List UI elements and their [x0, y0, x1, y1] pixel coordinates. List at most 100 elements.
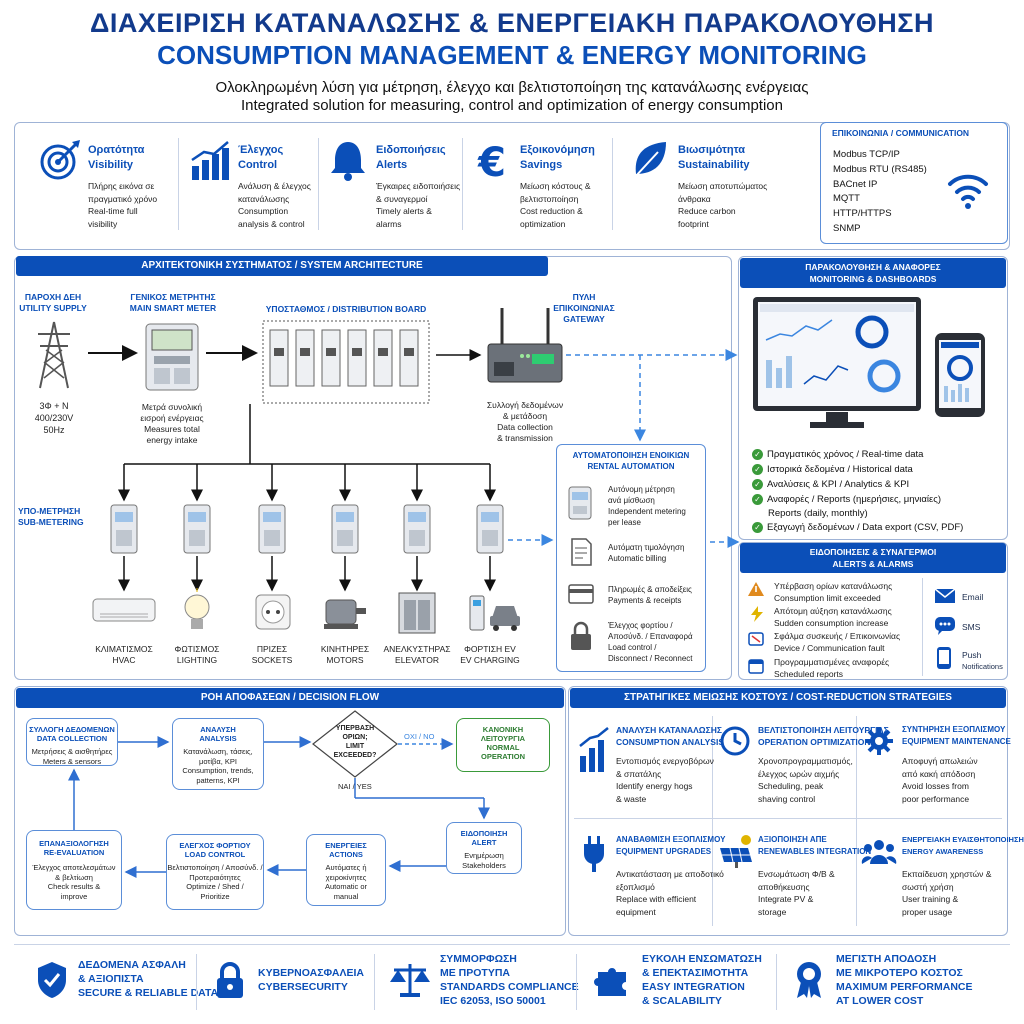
leaf-icon	[633, 142, 666, 179]
puzzle-icon	[594, 968, 626, 996]
lightning-icon	[751, 606, 763, 622]
people-icon	[861, 840, 897, 864]
communication-panel	[820, 122, 1008, 244]
feature-title-en: Sustainability	[678, 159, 750, 171]
feature-title-gr: Ειδοποιήσεις	[376, 144, 446, 156]
check-icon: ✓	[752, 478, 763, 490]
decision-flow-title: ΡΟΗ ΑΠΟΦΑΣΕΩΝ / DECISION FLOW	[16, 688, 564, 708]
monitoring-item: Reports (daily, monthly)	[768, 508, 868, 519]
decision-diamond	[312, 710, 398, 778]
bell-icon	[331, 142, 365, 181]
no-label: ΟΧΙ / NO	[404, 732, 435, 741]
submeter-icon	[331, 504, 359, 554]
feature-title-gr: Εξοικονόμηση	[520, 144, 595, 156]
invoice-icon	[571, 538, 592, 566]
feature-title-en: Alerts	[376, 159, 408, 171]
feature-title-gr: Έλεγχος	[238, 144, 284, 156]
strategies-panel	[568, 686, 1008, 936]
strategies-title: ΣΤΡΑΤΗΓΙΚΕΣ ΜΕΙΩΣΗΣ ΚΟΣΤΟΥΣ / COST-REDUC…	[570, 688, 1006, 708]
feature-title-gr: Βιωσιμότητα	[678, 144, 746, 156]
submeter-icon	[110, 504, 138, 554]
communication-title: ΕΠΙΚΟΙΝΩΝΙΑ / COMMUNICATION	[832, 128, 970, 138]
monitoring-item: ✓Αναλύσεις & KPI / Analytics & KPI	[752, 478, 909, 491]
power-tower-icon	[38, 321, 70, 389]
calendar-icon	[748, 659, 764, 674]
check-icon: ✓	[752, 448, 763, 460]
feature-savings: € Εξοικονόμηση Savings Μείωση κόστους &β…	[470, 128, 610, 238]
protocol-item: HTTP/HTTPS	[833, 208, 892, 220]
feature-title-en: Visibility	[88, 159, 134, 171]
protocol-item: BACnet IP	[833, 178, 878, 190]
warning-icon	[748, 582, 764, 596]
ev-charging-icon	[469, 595, 520, 631]
protocol-list: Modbus TCP/IP Modbus RTU (RS485) BACnet …	[833, 148, 927, 237]
submeter-icon	[258, 504, 286, 554]
light-bulb-icon	[184, 588, 210, 629]
architecture-title: ΑΡΧΙΤΕΚΤΟΝΙΚΗ ΣΥΣΤΗΜΑΤΟΣ / SYSTEM ARCHIT…	[16, 256, 548, 276]
submeter-icon	[476, 504, 504, 554]
monitoring-item: ✓Εξαγωγή δεδομένων / Data export (CSV, P…	[752, 521, 963, 534]
growth-chart-icon	[579, 727, 609, 772]
gear-icon	[865, 727, 893, 755]
strategy-desc: Χρονοπρογραμματισμός,έλεγχος ωρών αιχμής…	[758, 756, 853, 804]
feature-alerts: Ειδοποιήσεις Alerts Έγκαιρες ειδοποιήσει…	[326, 128, 466, 238]
plug-icon	[584, 836, 604, 872]
distribution-board-icon	[262, 320, 430, 404]
scales-icon	[390, 964, 430, 997]
gateway-icon	[487, 308, 563, 383]
submeter-icon	[183, 504, 211, 554]
feature-title-en: Savings	[520, 159, 563, 171]
monitoring-item: ✓Πραγματικός χρόνος / Real-time data	[752, 448, 923, 461]
push-notification-icon	[937, 647, 951, 669]
check-icon: ✓	[752, 521, 763, 533]
protocol-item: MQTT	[833, 193, 860, 205]
mobile-phone-icon	[935, 333, 985, 417]
title-greek: ΔΙΑΧΕΙΡΙΣΗ ΚΑΤΑΝΑΛΩΣΗΣ & ΕΝΕΡΓΕΙΑΚΗ ΠΑΡΑ…	[90, 8, 934, 38]
channel-sms: SMS	[962, 622, 981, 632]
socket-icon	[255, 594, 291, 630]
elevator-icon	[398, 592, 436, 634]
submeter-icon	[403, 504, 431, 554]
bar-chart-icon	[191, 141, 229, 180]
svg-text:€: €	[477, 140, 506, 186]
title-english: CONSUMPTION MANAGEMENT & ENERGY MONITORI…	[157, 40, 867, 70]
